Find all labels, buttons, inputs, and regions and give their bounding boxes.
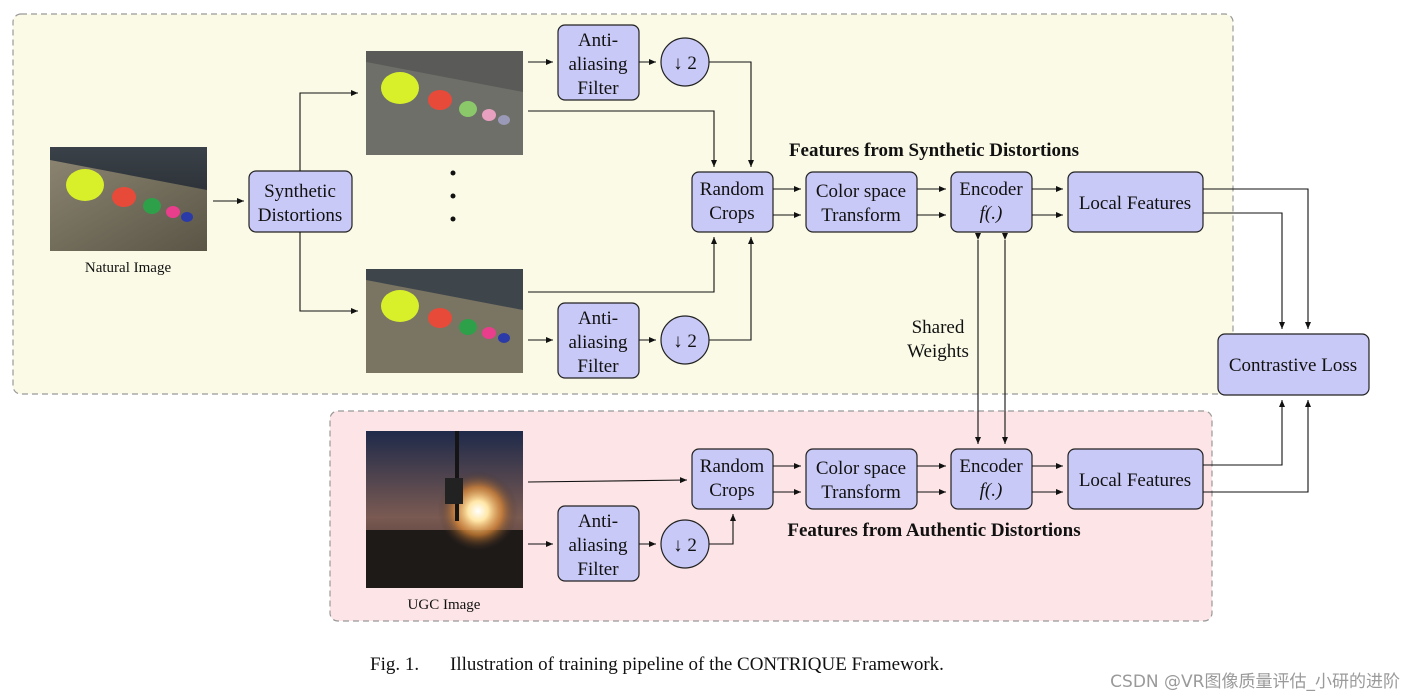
svg-text:Random: Random: [700, 456, 765, 477]
svg-text:Local Features: Local Features: [1079, 470, 1191, 491]
svg-text:f(.): f(.): [980, 203, 1003, 224]
anti-aliasing-line1: Anti-: [578, 30, 618, 51]
svg-text:f(.): f(.): [980, 480, 1003, 501]
anti-aliasing-line2: aliasing: [568, 332, 628, 353]
anti-aliasing-line3: Filter: [577, 559, 619, 580]
anti-aliasing-line3: Filter: [577, 356, 619, 377]
svg-text:Transform: Transform: [821, 482, 901, 503]
downsample-ugc: ↓ 2: [660, 519, 710, 569]
color-space-transform-bottom: Color space Transform: [805, 448, 918, 510]
synthetic-distortions-box: Synthetic Distortions: [248, 170, 353, 233]
svg-text:Encoder: Encoder: [959, 179, 1023, 200]
ellipsis-dot: [450, 193, 456, 199]
random-crops-bottom: Random Crops: [691, 448, 774, 510]
anti-aliasing-line1: Anti-: [578, 511, 618, 532]
authentic-region-title: Features from Authentic Distortions: [787, 520, 1080, 541]
svg-text:Random: Random: [700, 179, 765, 200]
watermark: CSDN @VR图像质量评估_小研的进阶: [1110, 672, 1400, 692]
svg-text:Encoder: Encoder: [959, 456, 1023, 477]
anti-aliasing-filter-middle: Anti- aliasing Filter: [557, 302, 640, 379]
anti-aliasing-line3: Filter: [577, 78, 619, 99]
svg-text:Transform: Transform: [821, 205, 901, 226]
anti-aliasing-filter-top: Anti- aliasing Filter: [557, 24, 640, 101]
random-crops-top: Random Crops: [691, 171, 774, 233]
edges: [213, 59, 1311, 547]
anti-aliasing-filter-ugc: Anti- aliasing Filter: [557, 505, 640, 582]
anti-aliasing-line2: aliasing: [568, 54, 628, 75]
distorted-image-bottom: [366, 269, 523, 373]
distorted-image-top: [366, 51, 523, 155]
natural-image-label: Natural Image: [85, 260, 172, 276]
synthetic-region-title: Features from Synthetic Distortions: [789, 140, 1079, 161]
shared-weights-line2: Weights: [907, 341, 969, 362]
synthetic-region: [12, 13, 1234, 395]
svg-text:Contrastive Loss: Contrastive Loss: [1229, 355, 1357, 376]
svg-text:↓ 2: ↓ 2: [673, 53, 697, 74]
ellipsis-dot: [450, 216, 456, 222]
anti-aliasing-line2: aliasing: [568, 535, 628, 556]
anti-aliasing-line1: Anti-: [578, 308, 618, 329]
downsample-middle: ↓ 2: [660, 315, 710, 365]
figure-caption-text: Illustration of training pipeline of the…: [450, 654, 944, 675]
ugc-image-label: UGC Image: [408, 597, 481, 613]
natural-image: [50, 147, 207, 251]
contrastive-loss-box: Contrastive Loss: [1217, 333, 1370, 396]
local-features-bottom: Local Features: [1067, 448, 1204, 510]
encoder-bottom: Encoder f(.): [950, 448, 1033, 510]
synthetic-distortions-line2: Distortions: [258, 205, 342, 226]
svg-text:↓ 2: ↓ 2: [673, 535, 697, 556]
svg-text:Crops: Crops: [709, 203, 754, 224]
ugc-image: [366, 431, 523, 588]
shared-weights-line1: Shared: [912, 317, 965, 338]
svg-text:Color space: Color space: [816, 181, 906, 202]
svg-text:Crops: Crops: [709, 480, 754, 501]
ellipsis-dot: [450, 170, 456, 176]
color-space-transform-top: Color space Transform: [805, 171, 918, 233]
figure-caption-label: Fig. 1.: [370, 654, 419, 675]
local-features-top: Local Features: [1067, 171, 1204, 233]
svg-text:Local Features: Local Features: [1079, 193, 1191, 214]
synthetic-distortions-line1: Synthetic: [264, 181, 336, 202]
downsample-top: ↓ 2: [660, 37, 710, 87]
svg-text:↓ 2: ↓ 2: [673, 331, 697, 352]
svg-text:Color space: Color space: [816, 458, 906, 479]
encoder-top: Encoder f(.): [950, 171, 1033, 233]
